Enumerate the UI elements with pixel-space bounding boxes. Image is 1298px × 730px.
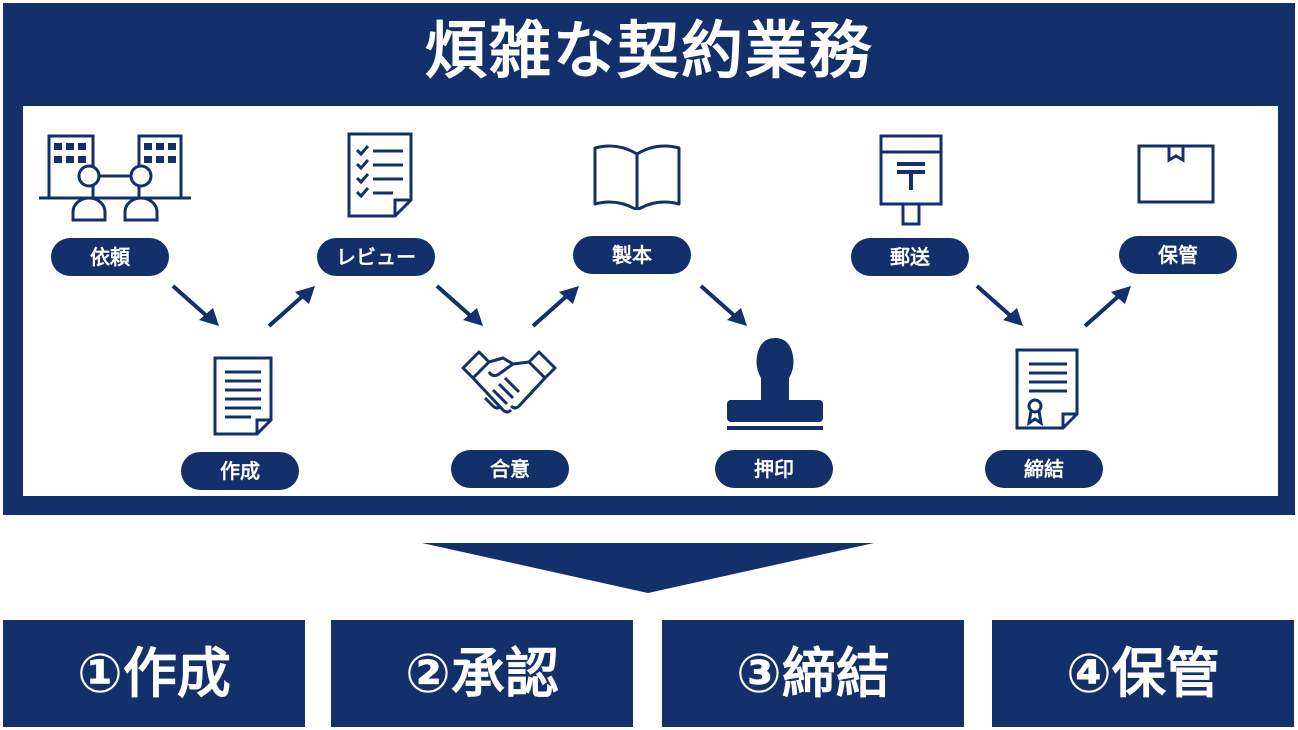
phase-box-approve: ②承認: [331, 620, 633, 727]
storage-box-icon: [1137, 144, 1215, 204]
step-label-execution: 締結: [985, 450, 1103, 488]
step-label-storage: 保管: [1119, 236, 1237, 274]
step-label-draft: 作成: [181, 452, 299, 490]
workflow-frame: 煩雑な契約業務: [3, 3, 1295, 515]
arrow-up-right-icon: [531, 286, 579, 328]
step-label-binding: 製本: [573, 236, 691, 274]
handshake-icon: [461, 350, 557, 414]
step-label-sealing: 押印: [715, 450, 833, 488]
arrow-down-right-icon: [435, 284, 483, 326]
arrow-down-right-icon: [699, 284, 747, 326]
phase-box-execute: ③締結: [662, 620, 964, 727]
summary-down-arrow-icon: [422, 543, 874, 593]
step-label-agreement: 合意: [451, 450, 569, 488]
workflow-panel: 依頼 作成 レビュー 合意 製本 押印 郵送 締結 保管: [23, 106, 1278, 496]
checklist-icon: [347, 132, 413, 218]
postbox-icon: [879, 134, 943, 226]
phase-box-store: ④保管: [992, 620, 1294, 727]
phase-box-create: ①作成: [3, 620, 305, 727]
certificate-icon: [1015, 348, 1079, 430]
open-book-icon: [593, 144, 681, 210]
step-label-mailing: 郵送: [851, 238, 969, 276]
step-label-request: 依頼: [51, 238, 169, 276]
arrow-down-right-icon: [171, 284, 219, 326]
step-label-review: レビュー: [317, 238, 435, 276]
arrow-up-right-icon: [267, 286, 315, 328]
business-meeting-icon: [39, 134, 191, 222]
arrow-down-right-icon: [975, 284, 1023, 326]
stamp-icon: [727, 338, 823, 430]
document-icon: [213, 356, 273, 436]
diagram-title: 煩雑な契約業務: [424, 14, 873, 87]
arrow-up-right-icon: [1083, 286, 1131, 328]
